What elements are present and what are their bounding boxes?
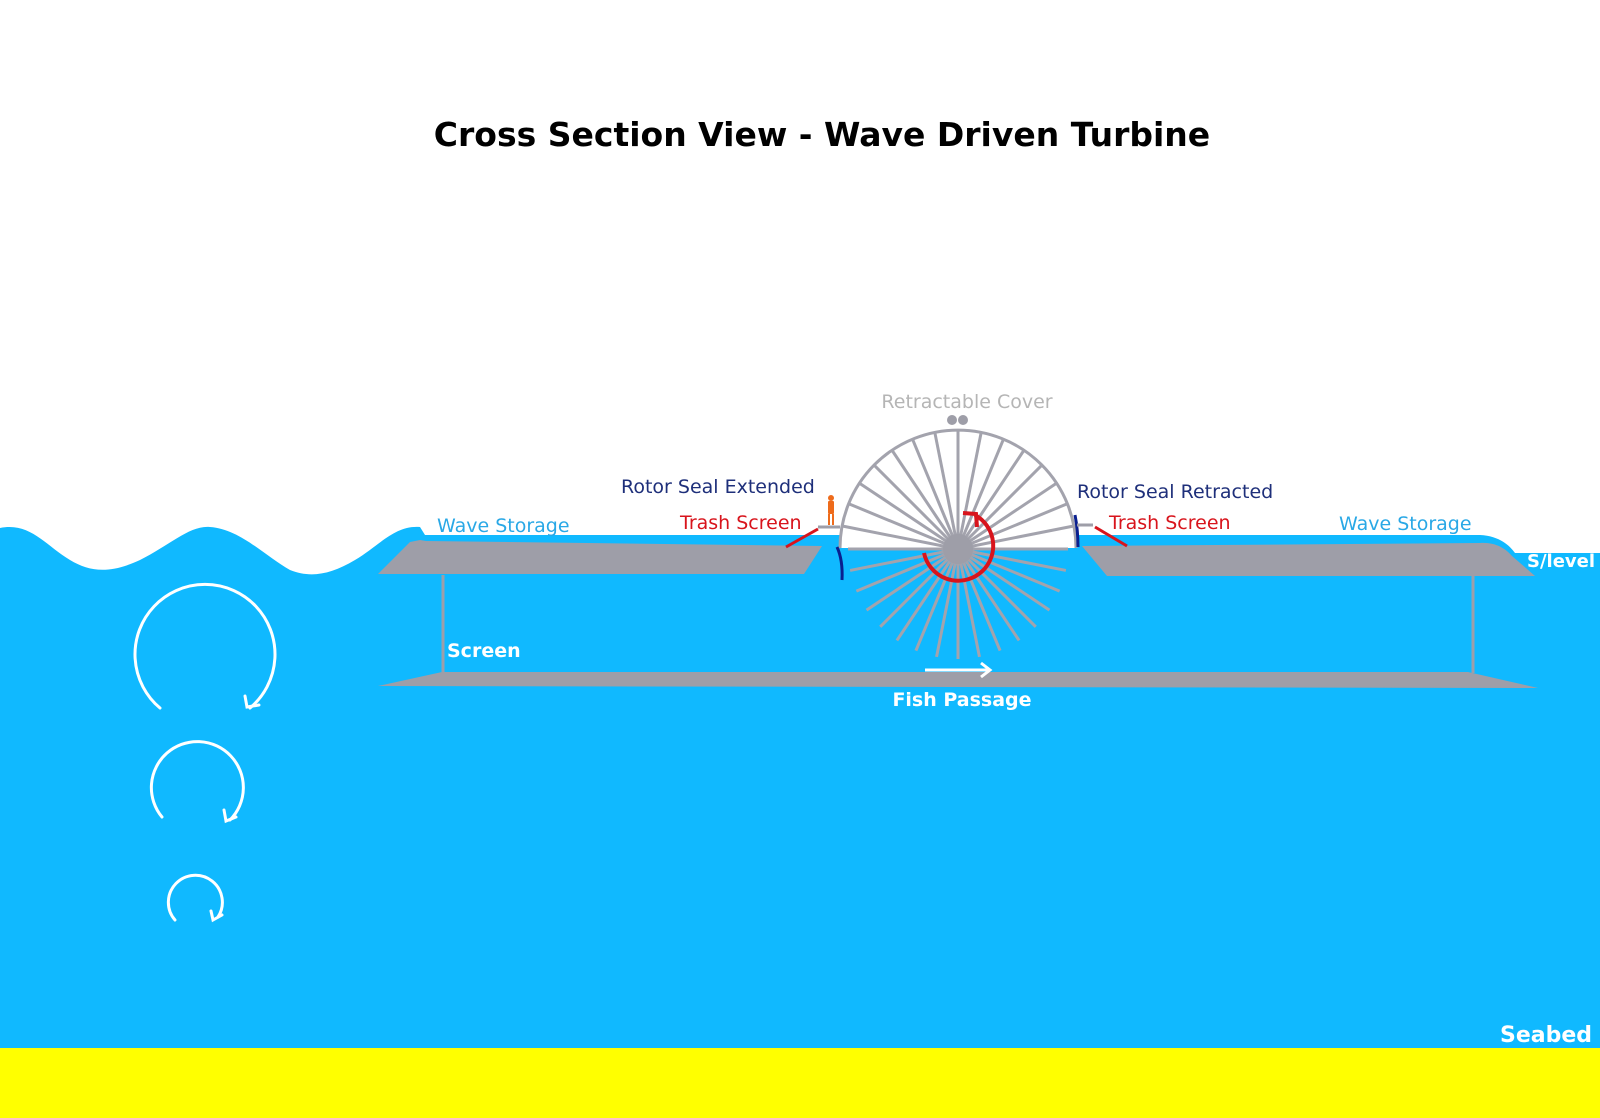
rotor-blade — [855, 547, 959, 593]
orbital-arrow-medium — [149, 740, 245, 824]
trash-screen-right — [1094, 525, 1128, 548]
rotor-blade — [956, 464, 1043, 551]
cover-hinge-knob — [947, 415, 957, 425]
rotor-blade — [957, 547, 1051, 612]
rotor-blade — [956, 432, 983, 550]
rotor-blade — [956, 439, 1005, 550]
deck-right — [1082, 542, 1535, 576]
rotor-blade — [914, 548, 960, 652]
orbital-arrow-small — [166, 873, 224, 923]
rotor-blade — [933, 432, 960, 550]
rotor-blade — [956, 547, 1037, 628]
rotor-blade — [957, 547, 1061, 593]
floor-slab — [378, 672, 1538, 688]
rotor-blade — [935, 548, 960, 658]
rotor-blade — [957, 482, 1057, 551]
label-rotor-seal-retracted: Rotor Seal Retracted — [1077, 481, 1273, 503]
rotor-blade — [848, 502, 959, 551]
rotor-blade — [841, 524, 959, 551]
sea-water — [0, 526, 1600, 1048]
rotor-spokes — [841, 431, 1075, 659]
rotor-blade — [879, 547, 960, 628]
label-retractable-cover: Retractable Cover — [881, 391, 1052, 413]
label-wave-storage-right: Wave Storage — [1339, 513, 1472, 535]
label-sea-level: S/level — [1527, 551, 1595, 572]
deck-left — [378, 540, 822, 574]
orbital-arrow-large — [133, 582, 277, 710]
label-fish-passage: Fish Passage — [892, 689, 1031, 711]
rotor-blade — [865, 547, 959, 612]
rotor-seal-extended — [835, 546, 844, 581]
fish-passage-arrowhead-icon — [980, 661, 993, 679]
rotor-blade — [956, 450, 1025, 550]
rotation-arrowhead-icon — [962, 511, 979, 528]
rotor-blade — [957, 547, 1067, 572]
rotor-blade — [895, 548, 960, 642]
label-seabed: Seabed — [1500, 1023, 1592, 1048]
rotor-blade — [956, 548, 1021, 642]
rotor-seal-retracted — [1073, 514, 1080, 548]
rotor-blade — [911, 439, 960, 550]
retractable-cover-arc — [838, 428, 1078, 549]
diagram-title: Cross Section View - Wave Driven Turbine — [434, 115, 1210, 154]
rotor-blade — [957, 524, 1075, 551]
rotor-blade — [859, 482, 959, 551]
rotor-blade — [956, 548, 981, 658]
rotor-blade — [891, 450, 960, 550]
label-rotor-seal-extended: Rotor Seal Extended — [621, 476, 815, 498]
seabed-layer — [0, 1048, 1600, 1118]
label-trash-screen-right: Trash Screen — [1108, 512, 1231, 534]
rotor-blade — [957, 502, 1068, 551]
label-trash-screen-left: Trash Screen — [679, 512, 802, 534]
cover-hinge-knob — [958, 415, 968, 425]
label-screen: Screen — [447, 640, 521, 662]
rotor-blade — [873, 464, 960, 551]
rotor-blade — [849, 547, 959, 572]
label-wave-storage-left: Wave Storage — [437, 515, 570, 537]
rotor-hub — [943, 534, 973, 564]
rotation-arrow-icon — [922, 513, 996, 583]
worker-icon — [828, 495, 834, 525]
trash-screen-left — [785, 527, 819, 549]
rotor-blade — [956, 548, 1002, 652]
